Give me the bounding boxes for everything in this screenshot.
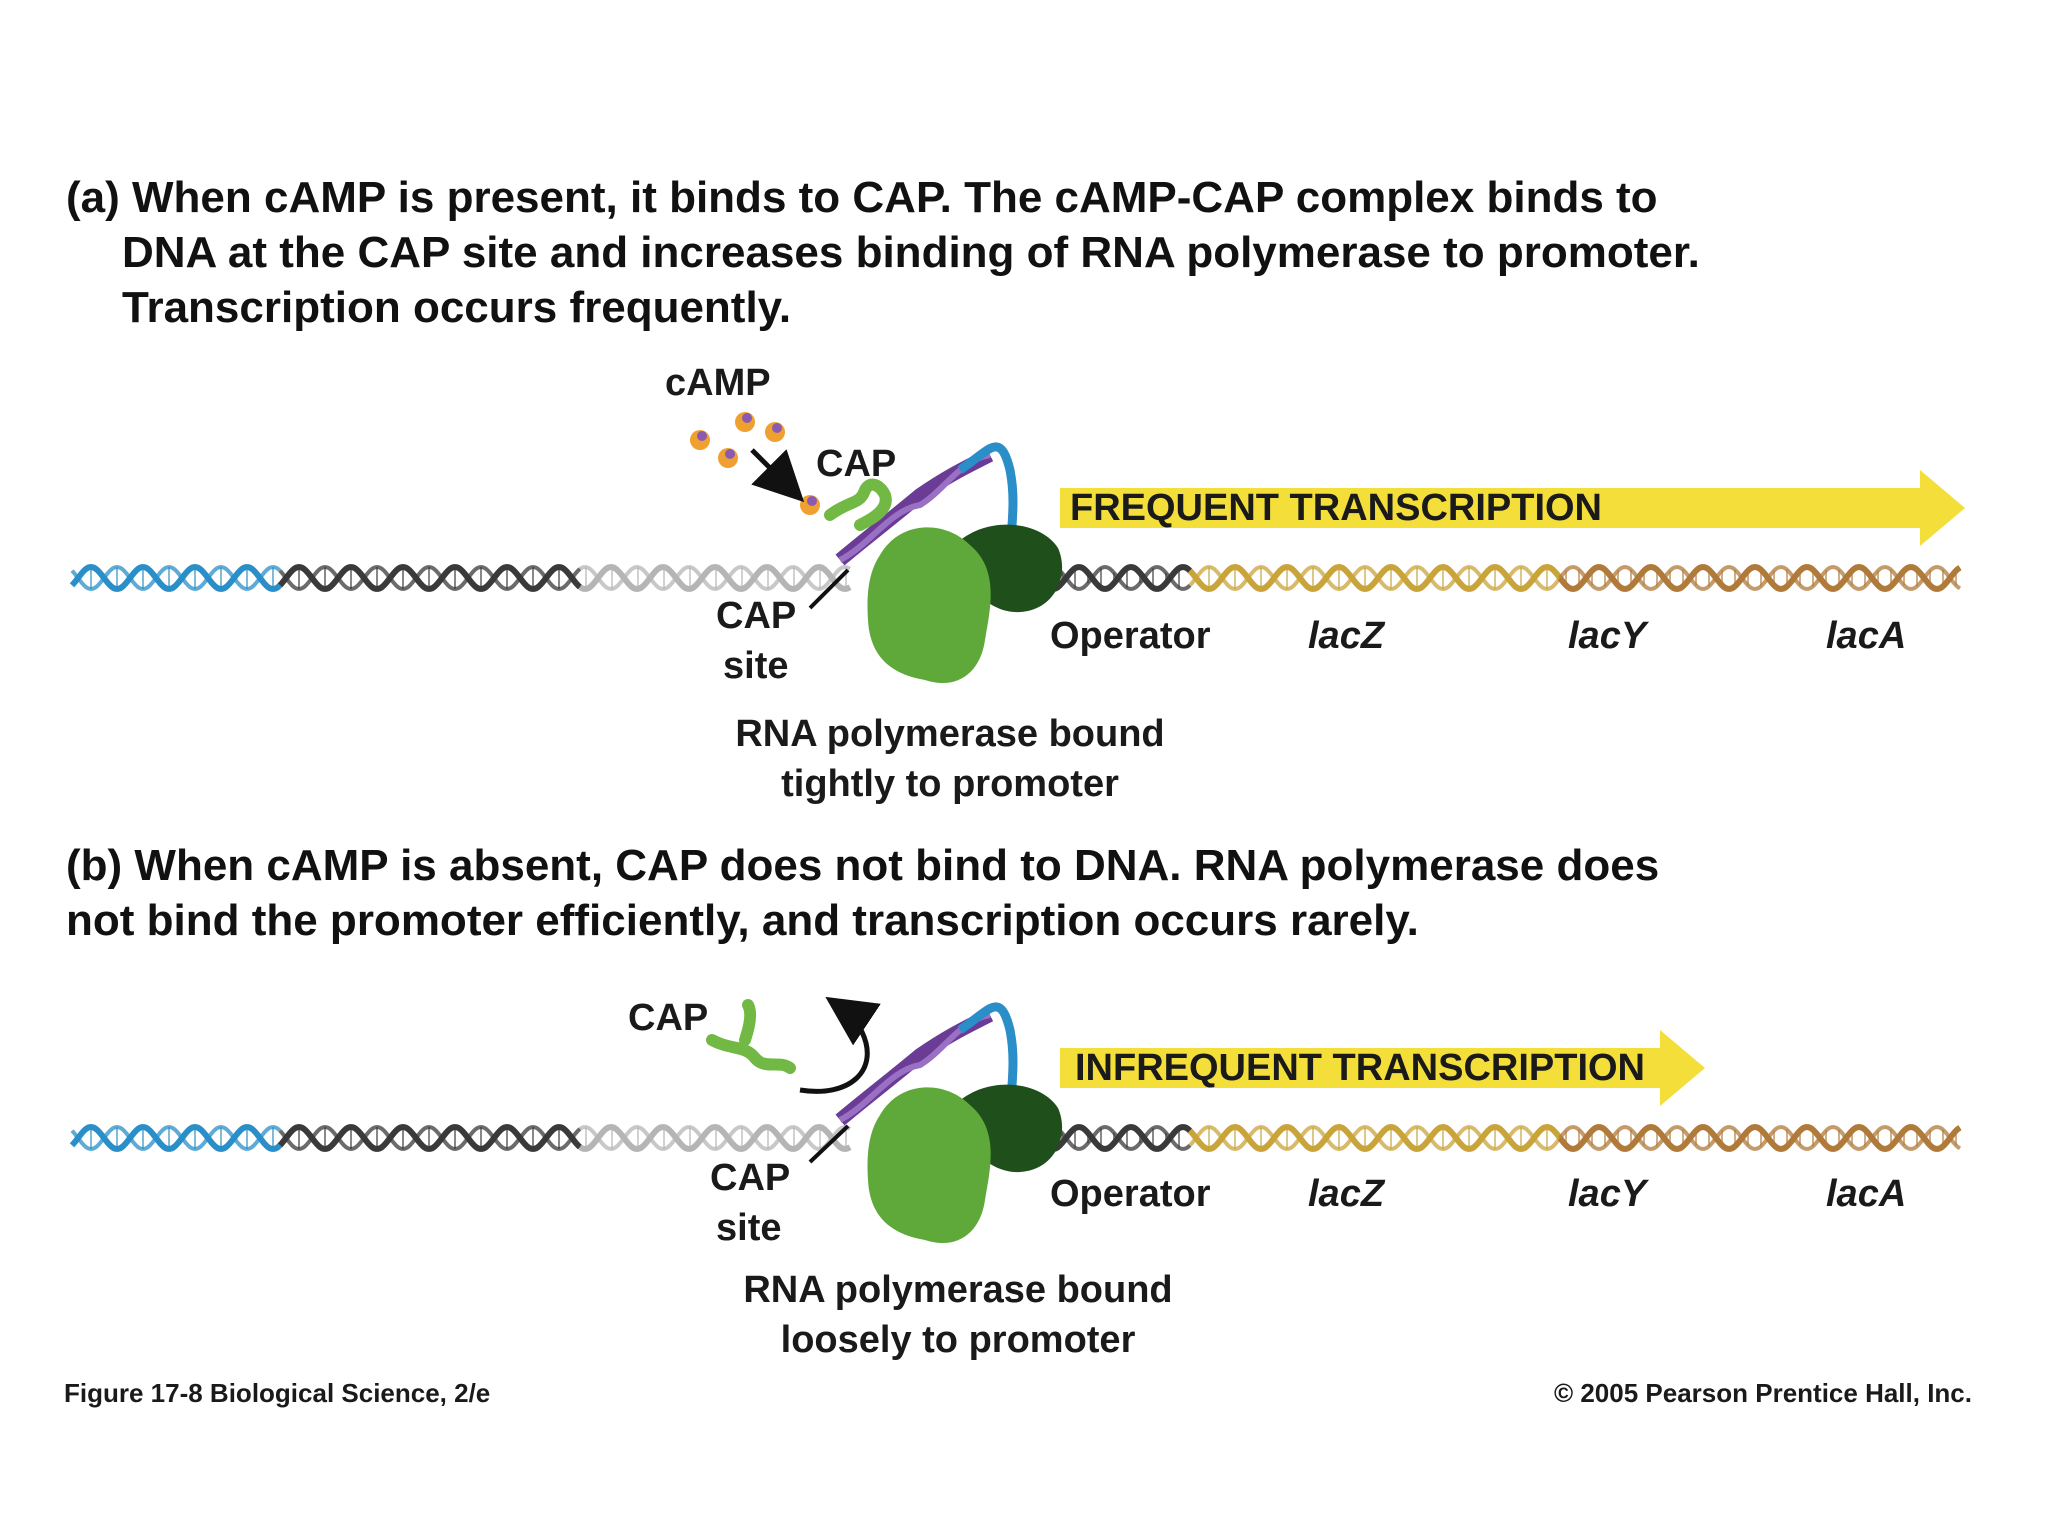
panel-b-cap-release-arrow [799, 996, 881, 1094]
panel-b-cap-site-label-1: CAP [710, 1157, 790, 1199]
panel-b-graphic: INFREQUENT TRANSCRIPTION CAP CAP site Op… [69, 996, 1962, 1361]
panel-b-arrow-text: INFREQUENT TRANSCRIPTION [1075, 1047, 1645, 1089]
panel-a-label: (a) [66, 173, 120, 222]
panel-a-polymerase-label-2: tightly to promoter [781, 763, 1119, 805]
panel-b-cap-site-label-2: site [716, 1207, 781, 1249]
panel-a-caption: (a) When cAMP is present, it binds to CA… [66, 170, 1966, 335]
dna-backbone [1187, 564, 1563, 592]
dna-backbone [1187, 1124, 1563, 1152]
dna-backbone [1558, 1125, 1962, 1151]
panel-b-label: (b) [66, 841, 123, 890]
panel-a-transcription-arrow [1060, 470, 1965, 546]
panel-b-rna-polymerase [867, 1084, 1063, 1244]
panel-a-graphic: FREQUENT TRANSCRIPTION cAMP CAP CA [69, 362, 1965, 805]
dna-backbone [1188, 565, 1562, 591]
panel-b-caption: (b) When cAMP is absent, CAP does not bi… [66, 838, 1966, 948]
panel-a-gene-lacy: lacY [1568, 615, 1650, 657]
copyright-notice: © 2005 Pearson Prentice Hall, Inc. [1553, 1378, 1972, 1408]
panel-b-gene-lacz: lacZ [1308, 1173, 1386, 1215]
panel-b-operator-label: Operator [1050, 1173, 1211, 1215]
panel-b-polymerase-label-1: RNA polymerase bound [743, 1269, 1172, 1311]
panel-b-cap-label: CAP [628, 997, 708, 1039]
panel-a-polymerase-label-1: RNA polymerase bound [735, 713, 1164, 755]
panel-a-cap-protein [824, 478, 892, 531]
panel-a-caption-line-1: When cAMP is present, it binds to CAP. T… [132, 173, 1658, 222]
panel-b-gene-lacy: lacY [1568, 1173, 1650, 1215]
panel-a-camp-label: cAMP [665, 362, 771, 404]
panel-a-camp-arrow [750, 448, 805, 503]
panel-b-cap-site-pointer [808, 1124, 850, 1164]
panel-a-caption-line-3: Transcription occurs frequently. [122, 283, 792, 332]
panel-a-gene-laca: lacA [1826, 615, 1906, 657]
dna-backbone [1558, 565, 1962, 591]
dna-backbone [69, 564, 283, 592]
panel-a-cap-label: CAP [816, 443, 896, 485]
panel-a-arrow-text: FREQUENT TRANSCRIPTION [1070, 487, 1602, 529]
panel-a-rna-polymerase [867, 524, 1063, 684]
figure-label: Figure 17-8 Biological Science, 2/e [64, 1378, 491, 1408]
panel-b-dna-strand [69, 1124, 1962, 1152]
panel-b-gene-laca: lacA [1826, 1173, 1906, 1215]
panel-a-camp-molecules [690, 412, 820, 515]
dna-backbone [1557, 564, 1962, 592]
panel-b-polymerase-label-2: loosely to promoter [781, 1319, 1136, 1361]
panel-a-gene-lacz: lacZ [1308, 615, 1386, 657]
dna-backbone [1188, 1125, 1562, 1151]
panel-a-cap-site-pointer [808, 568, 850, 610]
dna-backbone [70, 1125, 282, 1151]
panel-b-cap-protein [706, 999, 796, 1074]
dna-backbone [69, 1124, 283, 1152]
dna-backbone [1557, 1124, 1962, 1152]
panel-b-transcription-arrow [1060, 1030, 1705, 1106]
dna-backbone [70, 565, 282, 591]
panel-b-caption-line-2: not bind the promoter efficiently, and t… [66, 896, 1419, 945]
panel-a-operator-label: Operator [1050, 615, 1211, 657]
panel-a-cap-site-label-1: CAP [716, 595, 796, 637]
panel-b-caption-line-1: When cAMP is absent, CAP does not bind t… [134, 841, 1660, 890]
panel-a-caption-line-2: DNA at the CAP site and increases bindin… [122, 228, 1700, 277]
panel-a-cap-site-label-2: site [723, 645, 788, 687]
